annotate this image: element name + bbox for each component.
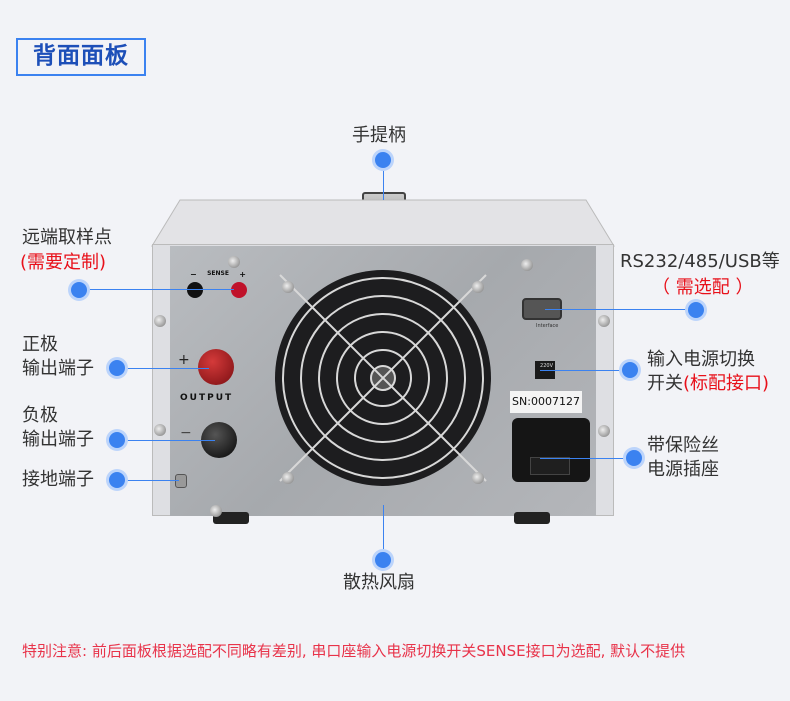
screw — [598, 315, 610, 327]
cooling-fan — [275, 270, 491, 486]
positive-marker — [109, 360, 125, 376]
interface-label: RS232/485/USB等 — [620, 251, 780, 272]
switch-label-2: 开关(标配接口) — [647, 372, 769, 396]
fan-marker — [375, 552, 391, 568]
socket-label: 带保险丝 — [647, 435, 719, 456]
negative-label-2: 输出端子 — [22, 429, 94, 450]
interface-optional-note: （ 需选配 ） — [652, 277, 754, 298]
fuse-holder[interactable] — [530, 457, 570, 475]
sense-custom-note: (需要定制) — [20, 252, 107, 273]
interface-marker — [688, 302, 704, 318]
screw — [282, 472, 294, 484]
sense-plus-jack[interactable] — [231, 282, 247, 298]
output-plus-mark: + — [178, 352, 190, 368]
screw — [282, 281, 294, 293]
sense-minus-jack[interactable] — [187, 282, 203, 298]
top-cover — [151, 199, 615, 247]
ground-label: 接地端子 — [22, 469, 94, 490]
switch-standard-note: (标配接口) — [683, 373, 770, 394]
switch-marker — [622, 362, 638, 378]
handle-marker — [375, 152, 391, 168]
positive-output-terminal[interactable] — [198, 349, 234, 385]
screw — [228, 256, 240, 268]
screw — [598, 425, 610, 437]
negative-marker — [109, 432, 125, 448]
screw — [472, 472, 484, 484]
socket-marker — [626, 450, 642, 466]
screw — [154, 424, 166, 436]
switch-text: 220V — [540, 363, 553, 369]
positive-label-2: 输出端子 — [22, 358, 94, 379]
output-text: OUTPUT — [180, 393, 234, 403]
sense-marker — [71, 282, 87, 298]
screw — [210, 505, 222, 517]
serial-number-label: SN:0007127 — [510, 391, 582, 413]
ground-marker — [109, 472, 125, 488]
page-title: 背面面板 — [16, 38, 146, 76]
ground-terminal[interactable] — [175, 474, 187, 488]
socket-label-2: 电源插座 — [647, 459, 719, 480]
foot — [514, 512, 550, 524]
negative-label: 负极 — [22, 405, 58, 426]
interface-text: Interface — [536, 323, 559, 329]
screw — [472, 281, 484, 293]
sense-label: 远端取样点 — [22, 227, 112, 248]
output-minus-mark: − — [180, 425, 192, 441]
foot — [213, 512, 249, 524]
switch-label: 输入电源切换 — [647, 349, 755, 370]
sense-plus-mark: + — [239, 270, 246, 279]
sense-text: SENSE — [207, 270, 229, 277]
screw — [154, 315, 166, 327]
switch-label-text: 开关 — [647, 373, 683, 394]
handle-label: 手提柄 — [352, 125, 406, 146]
disclaimer-note: 特别注意: 前后面板根据选配不同略有差别, 串口座输入电源切换开关SENSE接口… — [22, 642, 686, 660]
sense-minus-mark: − — [190, 270, 197, 279]
positive-label: 正极 — [22, 334, 58, 355]
sense-label-group: − SENSE + — [190, 270, 246, 279]
fan-label: 散热风扇 — [343, 572, 415, 593]
screw — [521, 259, 533, 271]
